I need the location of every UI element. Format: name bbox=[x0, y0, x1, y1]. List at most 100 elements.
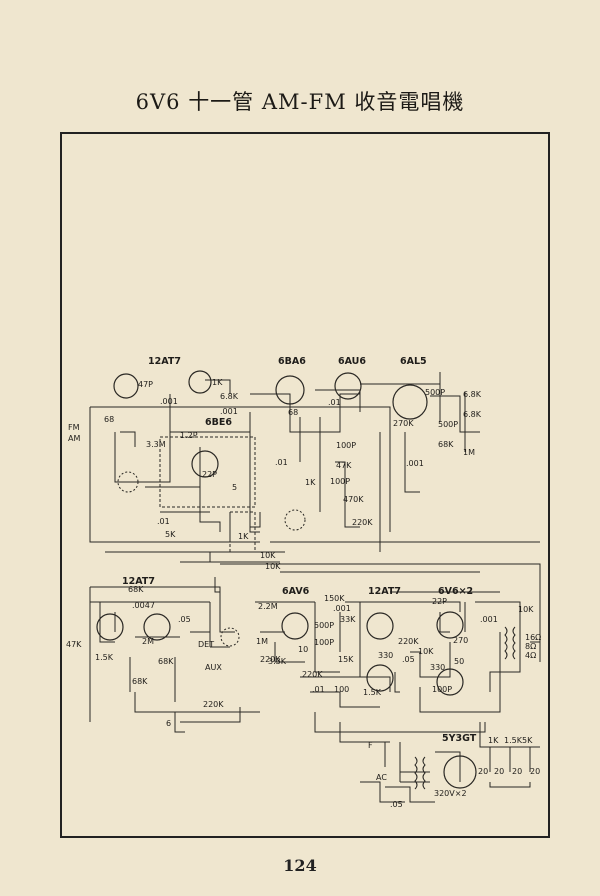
component-label: .05 bbox=[402, 655, 415, 664]
component-label: 1K bbox=[238, 532, 249, 541]
component-label: 68K bbox=[132, 677, 148, 686]
component-label: 100P bbox=[314, 638, 334, 647]
page-title: 6V6 十一管 AM-FM 收音電唱機 bbox=[135, 90, 465, 114]
component-label: 68 bbox=[104, 415, 114, 424]
tube-12at7-pre-a bbox=[96, 613, 124, 641]
component-label: 5K bbox=[522, 736, 533, 745]
tube-6ba6 bbox=[275, 375, 305, 405]
component-label: .01 bbox=[312, 685, 325, 694]
component-label: 270K bbox=[393, 419, 414, 428]
component-label: 22P bbox=[202, 470, 217, 479]
component-label: 5K bbox=[165, 530, 176, 539]
component-label: 6.8K bbox=[463, 390, 482, 399]
tube-5y3gt bbox=[443, 755, 477, 789]
tube-label: 6AU6 bbox=[338, 356, 366, 367]
tube-label: 5Y3GT bbox=[442, 733, 477, 744]
component-label: 68K bbox=[158, 657, 174, 666]
component-label: 4Ω bbox=[525, 651, 536, 660]
component-label: 22P bbox=[432, 597, 447, 606]
component-label: 47K bbox=[336, 461, 352, 470]
component-label: 68K bbox=[128, 585, 144, 594]
component-label: 220K bbox=[302, 670, 323, 679]
tube-6v6-a bbox=[436, 611, 464, 639]
component-label: 320V×2 bbox=[434, 789, 467, 798]
tube-label: 12AT7 bbox=[148, 356, 181, 367]
component-label: 47P bbox=[138, 380, 153, 389]
component-label: 270 bbox=[453, 636, 468, 645]
component-label: 50 bbox=[454, 657, 464, 666]
component-label: 330 bbox=[430, 663, 445, 672]
component-label: 220K bbox=[352, 518, 373, 527]
component-label: 16Ω bbox=[525, 633, 541, 642]
component-label: 100P bbox=[336, 441, 356, 450]
component-label: 6.8K bbox=[220, 392, 239, 401]
component-label: .01 bbox=[157, 517, 170, 526]
tube-12at7-rf bbox=[113, 373, 139, 399]
wiring bbox=[89, 372, 541, 803]
component-label: .05 bbox=[178, 615, 191, 624]
component-label: 68K bbox=[438, 440, 454, 449]
component-label: 8Ω bbox=[525, 642, 536, 651]
aux-input-label: AUX bbox=[205, 663, 222, 672]
component-label: 100P bbox=[330, 477, 350, 486]
fm-input-label: FM bbox=[68, 423, 80, 432]
tube-6au6 bbox=[334, 372, 362, 400]
component-label: .01 bbox=[275, 458, 288, 467]
component-label: 3.3K bbox=[268, 657, 287, 666]
tube-label: 6BE6 bbox=[205, 417, 232, 428]
tube-6av6 bbox=[281, 612, 309, 640]
component-label: 20 bbox=[530, 767, 540, 776]
component-labels: 47P 68 3.3M 1.2P .001 1K 6.8K .001 5K .0… bbox=[66, 378, 541, 809]
component-label: 3.3M bbox=[146, 440, 166, 449]
tube-symbols bbox=[96, 370, 516, 790]
tube-label: 6V6×2 bbox=[438, 586, 473, 597]
component-label: 100P bbox=[432, 685, 452, 694]
tube-labels: 12AT7 6BA6 6AU6 6AL5 6BE6 12AT7 6AV6 12A… bbox=[122, 356, 477, 744]
tube-12at7-drv-a bbox=[366, 612, 394, 640]
component-label: 15K bbox=[338, 655, 354, 664]
tube-6be6 bbox=[191, 450, 219, 478]
component-label: 1.5K bbox=[504, 736, 523, 745]
component-label: 1K bbox=[212, 378, 223, 387]
schematic-frame bbox=[60, 132, 550, 838]
component-label: 1.2P bbox=[180, 431, 198, 440]
component-label: 6.8K bbox=[463, 410, 482, 419]
component-label: .0047 bbox=[132, 601, 155, 610]
component-label: 1.5K bbox=[95, 653, 114, 662]
tube-12at7-drv-b bbox=[366, 664, 394, 692]
page-number: 124 bbox=[283, 856, 317, 875]
tube-12at7-osc bbox=[188, 370, 212, 394]
component-label: 500P bbox=[314, 621, 334, 630]
component-label: 500P bbox=[438, 420, 458, 429]
component-label: 220K bbox=[203, 700, 224, 709]
component-label: 47K bbox=[66, 640, 82, 649]
am-input-label: AM bbox=[68, 434, 80, 443]
component-label: 220K bbox=[398, 637, 419, 646]
component-label: .01 bbox=[328, 398, 341, 407]
component-label: 33K bbox=[340, 615, 356, 624]
component-label: .001 bbox=[480, 615, 498, 624]
component-label: 150K bbox=[324, 594, 345, 603]
det-input-label: DET bbox=[198, 640, 214, 649]
component-label: 220K bbox=[260, 655, 281, 664]
component-label: 1K bbox=[305, 478, 316, 487]
component-label: .05 bbox=[390, 800, 403, 809]
component-label: 1.5K bbox=[363, 688, 382, 697]
tube-label: 6AL5 bbox=[400, 356, 427, 367]
component-label: 10 bbox=[298, 645, 308, 654]
input-labels: FM AM DET AUX AC F bbox=[68, 423, 387, 782]
tube-label: 6AV6 bbox=[282, 586, 310, 597]
component-label: 10K bbox=[418, 647, 434, 656]
component-label: 5 bbox=[232, 483, 237, 492]
schematic-diagram: 12AT7 6BA6 6AU6 6AL5 6BE6 12AT7 6AV6 12A… bbox=[66, 356, 541, 809]
tube-12at7-pre-b bbox=[143, 613, 171, 641]
component-label: 68 bbox=[288, 408, 298, 417]
component-label: 470K bbox=[343, 495, 364, 504]
tube-6al5 bbox=[392, 384, 428, 420]
component-label: .001 bbox=[333, 604, 351, 613]
component-label: 1M bbox=[256, 637, 268, 646]
ac-input-label: AC bbox=[376, 773, 387, 782]
component-label: .001 bbox=[406, 459, 424, 468]
component-label: 2M bbox=[142, 637, 154, 646]
